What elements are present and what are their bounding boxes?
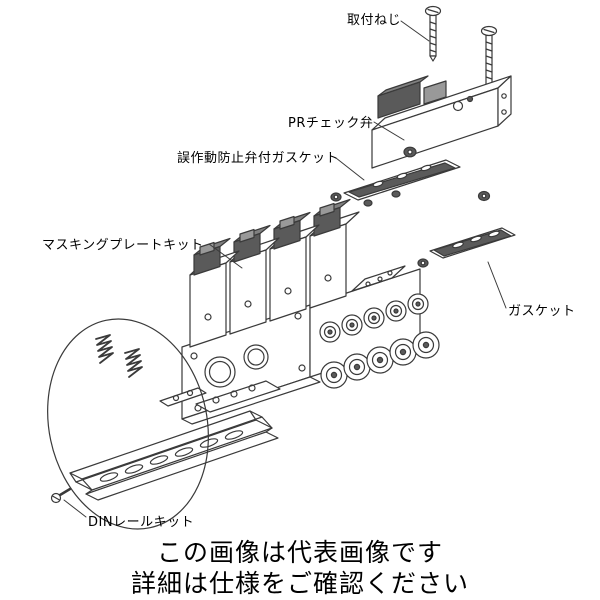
screw-icon: [424, 5, 442, 62]
label-mounting-screw: 取付ねじ: [347, 13, 402, 28]
label-gasket: ガスケット: [508, 304, 576, 319]
mounting-screws-drawing: [424, 5, 498, 95]
push-in-fittings-drawing: [319, 293, 440, 389]
din-rail-drawing: [69, 410, 279, 501]
leader-pr-check-valve: [373, 121, 405, 141]
spring-icon: [95, 334, 143, 378]
leader-masking-plate-kit: [208, 243, 243, 269]
caption-line1: この画像は代表画像です: [156, 538, 443, 567]
caption: この画像は代表画像です 詳細は仕様をご確認ください: [0, 537, 600, 599]
leader-anti-malfunction-gasket: [335, 157, 365, 181]
label-masking-plate-kit: マスキングプレートキット: [42, 238, 204, 253]
leader-mounting-screw: [400, 20, 430, 42]
leader-gasket: [487, 261, 507, 309]
label-anti-malfunction-gasket: 誤作動防止弁付ガスケット: [177, 151, 340, 166]
gasket-drawing: [417, 227, 516, 268]
screw-icon: [480, 25, 498, 95]
caption-line2: 詳細は仕様をご確認ください: [130, 569, 469, 598]
anti-malfunction-gasket-drawing: [330, 159, 461, 207]
label-pr-check-valve: PRチェック弁: [288, 116, 374, 131]
valve-stations-drawing: [189, 198, 360, 348]
solenoid-valve-drawing: [371, 75, 512, 202]
kit-balloon-outline: [47, 318, 209, 530]
leader-din-rail-kit: [63, 499, 87, 518]
leader-lines: [63, 20, 507, 518]
small-screw-icon: [50, 487, 72, 504]
label-din-rail-kit: DINレールキット: [88, 515, 195, 530]
